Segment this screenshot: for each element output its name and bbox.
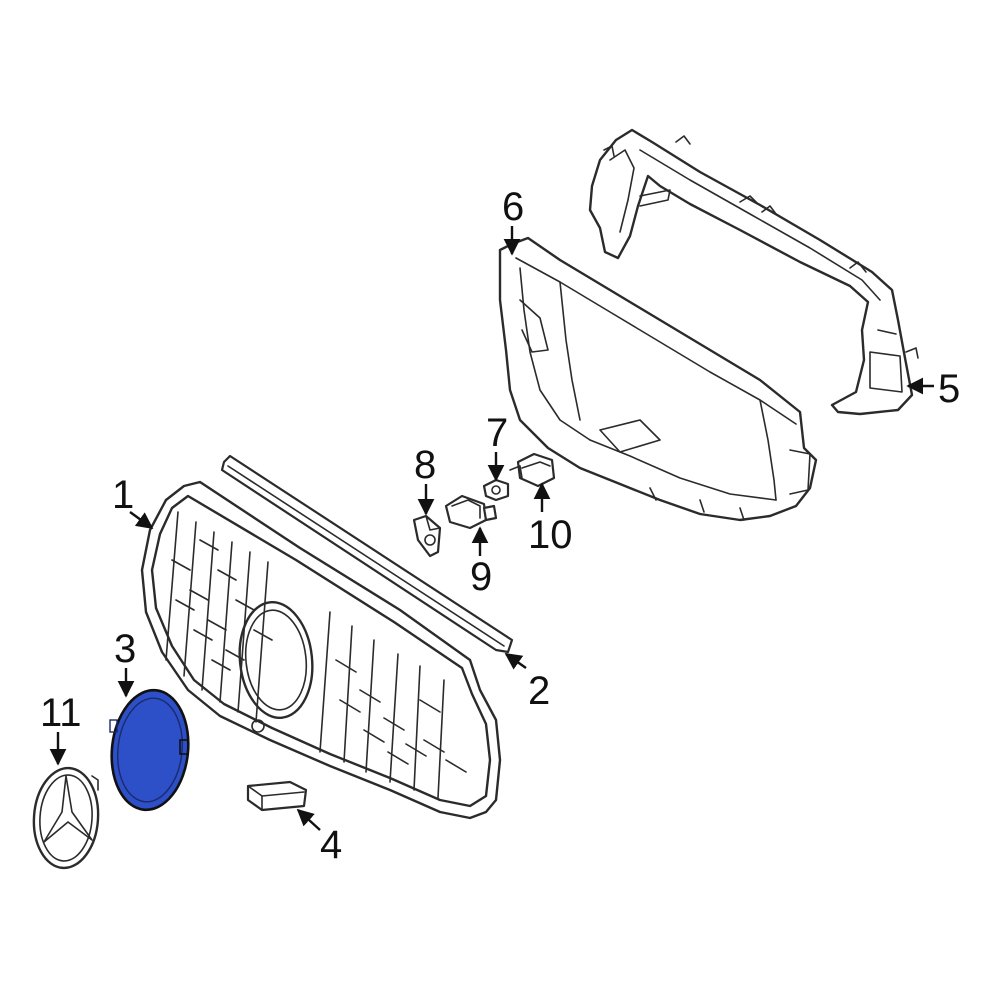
svg-text:4: 4 [320,823,342,867]
part-1-grille [140,480,502,820]
svg-text:3: 3 [114,627,136,671]
callout-4: 4 [296,808,342,867]
callout-5: 5 [906,367,960,411]
svg-text:7: 7 [486,411,508,455]
callout-6: 6 [502,185,524,256]
callout-7: 7 [486,411,508,482]
svg-text:5: 5 [938,367,960,411]
svg-text:9: 9 [470,555,492,599]
part-10-sensor-mount [509,452,556,488]
part-8-sensor-bracket [412,514,442,558]
svg-text:10: 10 [528,513,573,557]
part-3-emblem-base [109,688,190,812]
svg-text:1: 1 [112,473,134,517]
callout-3: 3 [114,627,136,698]
callout-9: 9 [470,526,492,599]
svg-text:8: 8 [414,443,436,487]
svg-text:6: 6 [502,185,524,229]
part-5-support-frame [588,128,919,416]
part-11-star-emblem [32,766,100,870]
part-7-clip [482,478,510,502]
part-9-sensor [444,494,498,530]
svg-text:2: 2 [528,669,550,713]
callout-1: 1 [112,473,154,529]
part-6-air-duct [498,236,818,522]
callout-10: 10 [528,482,573,557]
callout-2: 2 [504,653,550,713]
svg-text:11: 11 [40,691,82,735]
callout-11: 11 [40,691,82,766]
callout-8: 8 [414,443,436,516]
part-2-seal-strip [220,454,514,654]
part-4-bracket [246,780,308,812]
